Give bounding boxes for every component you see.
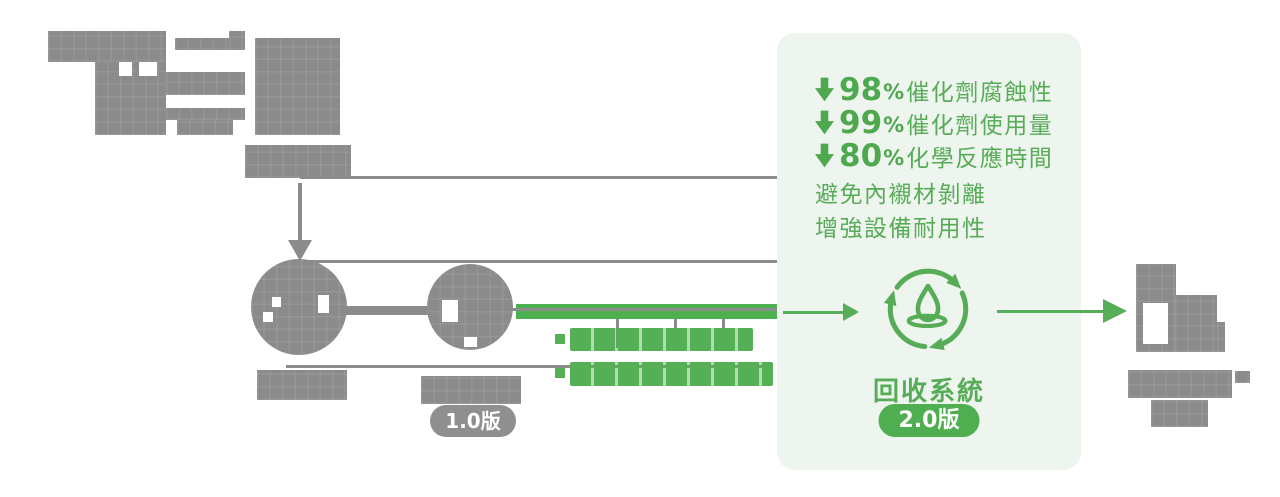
system-label: 回收系統 (872, 377, 985, 407)
benefit-label: 避免內襯材剝離 (815, 182, 987, 208)
arrow-into-panel-icon (843, 303, 859, 321)
leader-line-middle (307, 260, 778, 263)
mosaic-fleck (1235, 371, 1250, 383)
mosaic-block (255, 38, 340, 135)
decrease-arrow-icon (815, 77, 834, 101)
censored-process-icon-1 (251, 259, 347, 355)
mosaic-block (1175, 295, 1217, 352)
down-arrow-icon (288, 240, 312, 261)
note-bullet-icon (555, 334, 565, 344)
benefit-list: 98 % 催化劑腐蝕性 99 % 催化劑使用量 80 % 化學反應時間 避免內襯… (815, 71, 1054, 243)
note-bullet-icon (555, 368, 565, 378)
mosaic-gap (119, 62, 132, 76)
version-badge-legacy: 1.0版 (430, 405, 516, 437)
benefit-label: 化學反應時間 (906, 145, 1054, 172)
benefit-value: 80 (839, 137, 883, 174)
censored-title-mosaic (45, 28, 345, 140)
mosaic-gap (442, 300, 458, 322)
down-arrow-stem (298, 183, 302, 241)
leader-line-pipe (505, 308, 778, 311)
mosaic-block (177, 120, 233, 135)
mosaic-gap (263, 312, 273, 322)
arrow-out-icon (1103, 299, 1127, 323)
benefit-row: 避免內襯材剝離 (815, 175, 1053, 209)
censored-output-label-1 (1128, 370, 1232, 398)
percent-sign: % (883, 112, 905, 137)
leader-line-top (300, 176, 778, 179)
arrow-out-shaft (997, 310, 1105, 313)
benefit-label: 增強設備耐用性 (815, 216, 987, 242)
benefit-value: 99 (839, 104, 883, 141)
censored-output-label-2 (1151, 400, 1208, 427)
benefit-row: 99 % 催化劑使用量 (815, 104, 1054, 141)
censored-label-icon-1 (257, 370, 347, 400)
censored-caption-mosaic (245, 145, 351, 178)
mosaic-gap (464, 337, 477, 347)
mosaic-block (229, 31, 245, 50)
mosaic-gap (318, 295, 329, 313)
benefit-label: 催化劑使用量 (906, 112, 1054, 139)
censored-note-text (570, 362, 773, 386)
mosaic-block (175, 38, 232, 50)
mosaic-block (1217, 322, 1225, 352)
mosaic-gap (139, 62, 157, 76)
mosaic-block (48, 31, 166, 62)
percent-sign: % (883, 145, 905, 170)
benefit-value: 98 (839, 71, 883, 108)
benefit-row: 增強設備耐用性 (815, 209, 1053, 243)
connector-line (345, 306, 428, 315)
censored-note-text (570, 328, 753, 351)
decrease-arrow-icon (815, 143, 834, 167)
mosaic-gap (272, 297, 281, 307)
censored-process-icon-2 (427, 264, 513, 350)
percent-sign: % (883, 79, 905, 104)
mosaic-block (166, 72, 245, 95)
arrow-into-panel-shaft (783, 311, 845, 314)
version-badge: 2.0版 (878, 404, 980, 437)
decrease-arrow-icon (815, 110, 834, 134)
mosaic-block (166, 108, 245, 120)
recycle-droplet-icon (883, 268, 969, 351)
censored-label-icon-2 (421, 376, 521, 404)
flow-pipe (516, 304, 778, 319)
benefits-panel: 98 % 催化劑腐蝕性 99 % 催化劑使用量 80 % 化學反應時間 避免內襯… (777, 33, 1081, 470)
benefit-row: 98 % 催化劑腐蝕性 (815, 71, 1054, 108)
leader-line-bottom (286, 365, 762, 368)
benefit-label: 催化劑腐蝕性 (906, 79, 1054, 106)
benefit-row: 80 % 化學反應時間 (815, 137, 1054, 174)
mosaic-gap (1143, 303, 1168, 344)
